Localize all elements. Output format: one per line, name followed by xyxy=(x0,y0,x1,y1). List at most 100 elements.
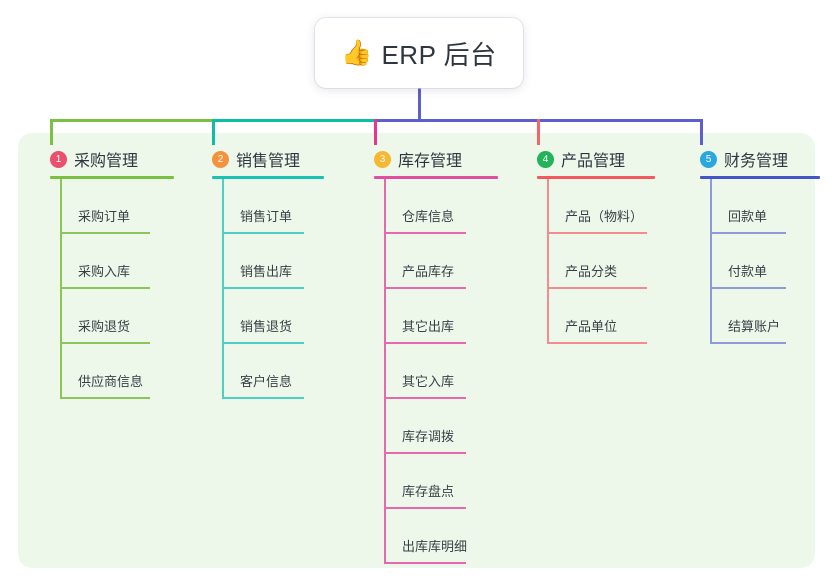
branch-item-rule xyxy=(384,562,466,564)
branch-column-财务管理: 5 财务管理回款单付款单结算账户 xyxy=(678,146,820,344)
branch-item-label: 销售出库 xyxy=(240,264,293,279)
connector-drop-4 xyxy=(537,119,540,145)
branch-item-label: 产品库存 xyxy=(402,264,455,279)
branch-item-rule xyxy=(60,287,150,289)
root-node-erp-backend[interactable]: 👍 ERP 后台 xyxy=(315,18,523,88)
branch-header-rule xyxy=(537,176,655,179)
branch-item[interactable]: 产品分类 xyxy=(515,234,647,289)
branch-item[interactable]: 其它入库 xyxy=(352,344,466,399)
branch-item-rule xyxy=(222,232,304,234)
branch-item-label: 销售订单 xyxy=(240,209,293,224)
branch-item[interactable]: 采购入库 xyxy=(28,234,150,289)
branch-item[interactable]: 客户信息 xyxy=(190,344,304,399)
connector-drop-3 xyxy=(374,119,377,145)
branch-number-badge: 2 xyxy=(212,150,229,168)
branch-item-list: 销售订单销售出库销售退货客户信息 xyxy=(190,179,304,399)
branch-item-rule xyxy=(60,232,150,234)
branch-spine xyxy=(384,179,386,564)
branch-item[interactable]: 供应商信息 xyxy=(28,344,150,399)
branch-item[interactable]: 库存盘点 xyxy=(352,454,466,509)
branch-item-label: 其它出库 xyxy=(402,319,455,334)
connector-root-stem xyxy=(417,88,421,122)
branch-item-rule xyxy=(547,342,647,344)
branch-header-财务管理[interactable]: 5 财务管理 xyxy=(678,146,788,172)
branch-item[interactable]: 付款单 xyxy=(678,234,788,289)
branch-item-rule xyxy=(547,287,647,289)
branch-header-rule xyxy=(212,176,324,179)
branch-spine xyxy=(60,179,62,399)
branch-item-label: 产品（物料） xyxy=(565,209,644,224)
branch-item[interactable]: 销售出库 xyxy=(190,234,304,289)
branch-number-badge: 5 xyxy=(700,150,717,168)
branch-header-库存管理[interactable]: 3 库存管理 xyxy=(352,146,462,172)
branch-column-库存管理: 3 库存管理仓库信息产品库存其它出库其它入库库存调拨库存盘点出库库明细 xyxy=(352,146,498,564)
branch-item[interactable]: 产品库存 xyxy=(352,234,466,289)
branch-item-label: 其它入库 xyxy=(402,374,455,389)
branch-item-rule xyxy=(60,342,150,344)
branch-item-label: 产品单位 xyxy=(565,319,618,334)
branch-header-label: 财务管理 xyxy=(724,153,789,170)
branch-item-rule xyxy=(384,342,466,344)
branch-item-label: 仓库信息 xyxy=(402,209,455,224)
branch-item-label: 付款单 xyxy=(728,264,768,279)
branch-item-list: 采购订单采购入库采购退货供应商信息 xyxy=(28,179,150,399)
branch-item-rule xyxy=(710,342,786,344)
branch-item-label: 库存盘点 xyxy=(402,484,455,499)
branch-item-rule xyxy=(384,397,466,399)
branch-item[interactable]: 结算账户 xyxy=(678,289,788,344)
branch-item[interactable]: 采购订单 xyxy=(28,179,150,234)
branch-item-rule xyxy=(222,287,304,289)
connector-drop-2 xyxy=(212,119,215,145)
branch-item-label: 出库库明细 xyxy=(402,539,468,554)
branch-item-list: 仓库信息产品库存其它出库其它入库库存调拨库存盘点出库库明细 xyxy=(352,179,467,564)
branch-spine xyxy=(222,179,224,399)
branch-item[interactable]: 仓库信息 xyxy=(352,179,466,234)
branch-number-badge: 1 xyxy=(50,150,67,168)
branch-column-采购管理: 1 采购管理采购订单采购入库采购退货供应商信息 xyxy=(28,146,174,399)
branch-item-label: 回款单 xyxy=(728,209,768,224)
branch-item-label: 采购退货 xyxy=(78,319,131,334)
branch-item[interactable]: 出库库明细 xyxy=(352,509,467,564)
branch-item-rule xyxy=(384,232,466,234)
branch-item[interactable]: 销售订单 xyxy=(190,179,304,234)
branch-item-rule xyxy=(384,287,466,289)
branch-item-label: 客户信息 xyxy=(240,374,293,389)
branch-item[interactable]: 产品（物料） xyxy=(515,179,647,234)
branch-item[interactable]: 其它出库 xyxy=(352,289,466,344)
branch-header-销售管理[interactable]: 2 销售管理 xyxy=(190,146,300,172)
branch-header-label: 库存管理 xyxy=(398,153,463,170)
branch-item-label: 采购订单 xyxy=(78,209,131,224)
branch-spine xyxy=(547,179,549,344)
branch-item-rule xyxy=(547,232,647,234)
branch-item-list: 产品（物料） 产品分类产品单位 xyxy=(515,179,647,344)
branch-header-label: 采购管理 xyxy=(74,153,139,170)
branch-item-label: 产品分类 xyxy=(565,264,618,279)
thumbs-up-icon: 👍 xyxy=(341,38,373,67)
branch-item-rule xyxy=(60,397,150,399)
branch-spine xyxy=(710,179,712,344)
branch-item-rule xyxy=(710,287,786,289)
branch-header-label: 销售管理 xyxy=(236,153,301,170)
branch-number-badge: 4 xyxy=(537,150,554,168)
connector-bus-segment-2 xyxy=(212,119,376,122)
branch-item-label: 销售退货 xyxy=(240,319,293,334)
branch-column-销售管理: 2 销售管理销售订单销售出库销售退货客户信息 xyxy=(190,146,324,399)
branch-item[interactable]: 采购退货 xyxy=(28,289,150,344)
branch-item-list: 回款单付款单结算账户 xyxy=(678,179,788,344)
branch-item-rule xyxy=(222,397,304,399)
branch-item-label: 库存调拨 xyxy=(402,429,455,444)
branch-item[interactable]: 产品单位 xyxy=(515,289,647,344)
branch-number-badge: 3 xyxy=(374,150,391,168)
branch-item-rule xyxy=(384,452,466,454)
branch-header-rule xyxy=(50,176,174,179)
connector-drop-1 xyxy=(50,119,53,145)
branch-item[interactable]: 回款单 xyxy=(678,179,788,234)
branch-header-采购管理[interactable]: 1 采购管理 xyxy=(28,146,138,172)
branch-item[interactable]: 销售退货 xyxy=(190,289,304,344)
branch-item-rule xyxy=(384,507,466,509)
branch-item[interactable]: 库存调拨 xyxy=(352,399,466,454)
branch-item-rule xyxy=(710,232,786,234)
